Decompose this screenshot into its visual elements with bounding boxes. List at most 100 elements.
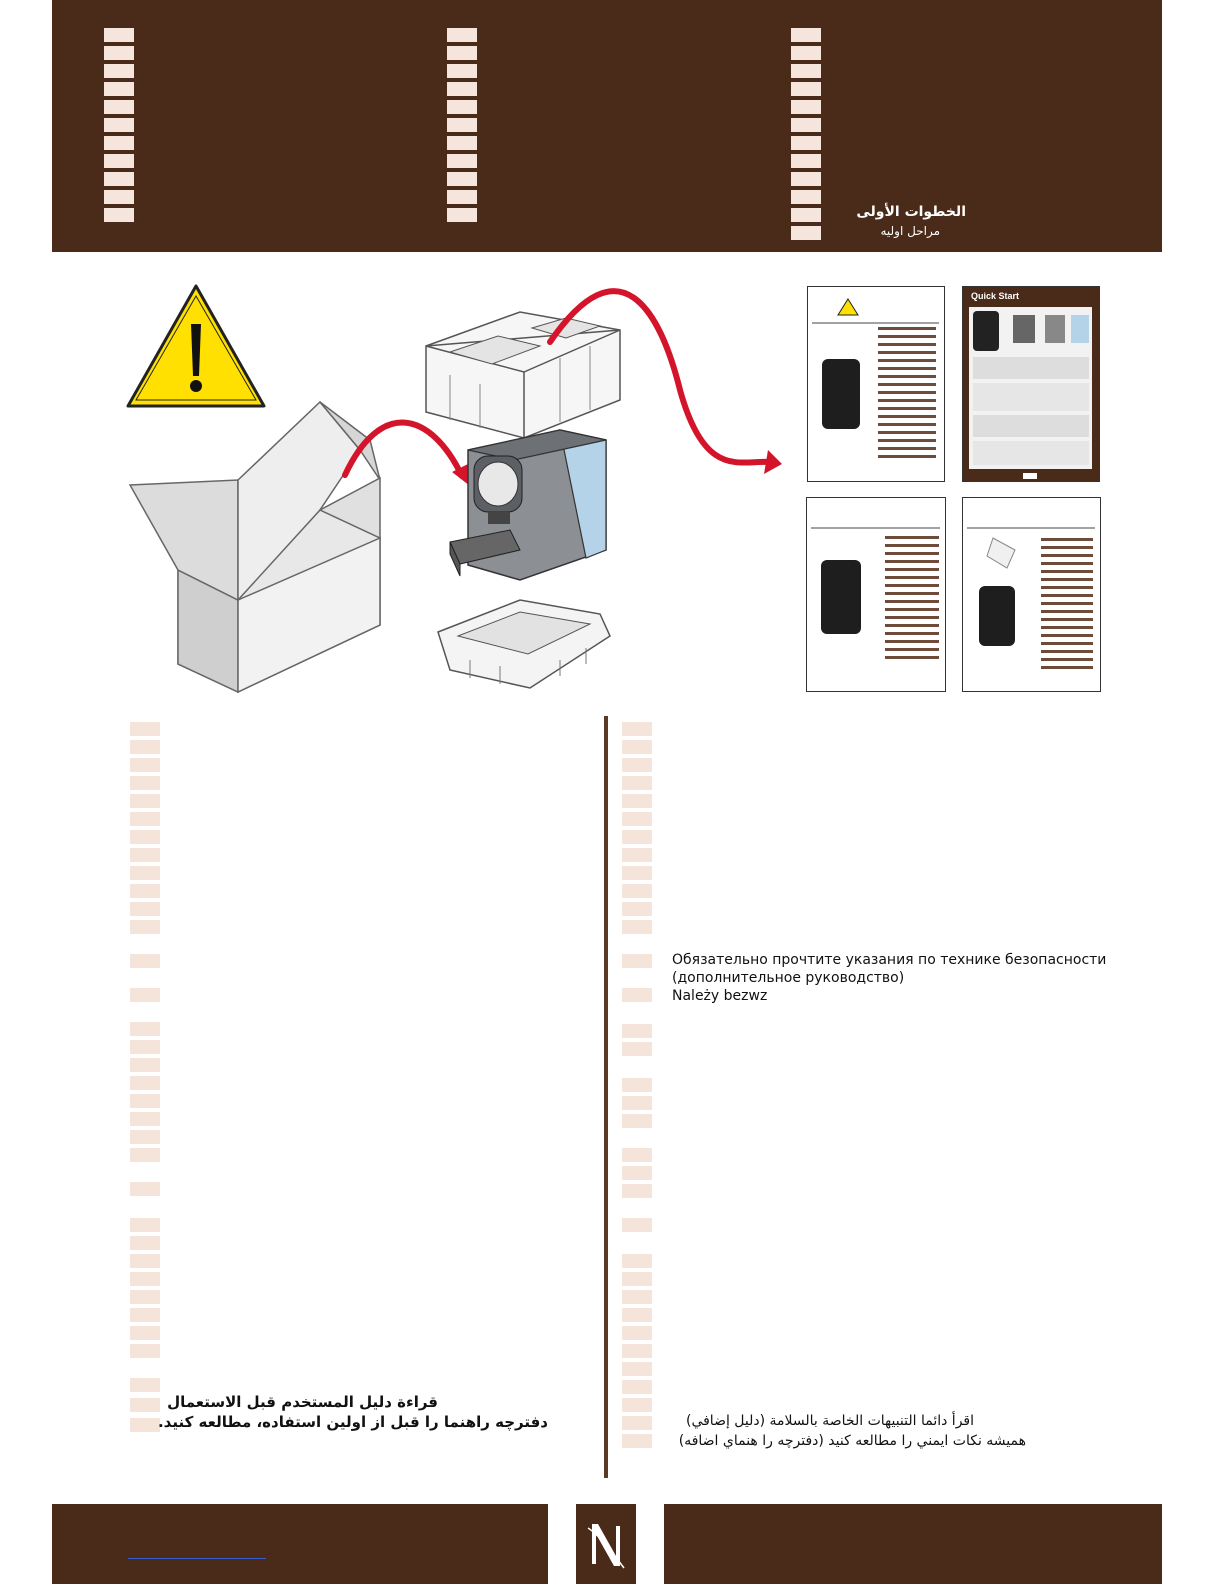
language-tab (130, 1148, 160, 1162)
language-tab (622, 848, 652, 862)
language-tab (130, 1218, 160, 1232)
language-tab (622, 1272, 652, 1286)
language-tab (622, 1380, 652, 1394)
language-tab (104, 172, 134, 186)
language-tab (447, 172, 477, 186)
language-tab (622, 758, 652, 772)
language-tab (622, 1096, 652, 1110)
language-tab (104, 64, 134, 78)
language-tab (791, 64, 821, 78)
language-tabs-col-3 (791, 28, 821, 244)
language-tab (104, 208, 134, 222)
language-tab (130, 1236, 160, 1250)
language-tab (791, 136, 821, 150)
language-tab (130, 866, 160, 880)
language-tab (104, 154, 134, 168)
language-tab (791, 172, 821, 186)
language-tab (447, 64, 477, 78)
language-tab (130, 1022, 160, 1036)
language-tab (104, 190, 134, 204)
language-tab (104, 28, 134, 42)
language-tab (104, 46, 134, 60)
language-tab (130, 1344, 160, 1358)
manual-thumbnail-2 (806, 497, 946, 692)
language-tab (130, 758, 160, 772)
language-tab (791, 100, 821, 114)
language-tab (104, 82, 134, 96)
language-tab (130, 1254, 160, 1268)
language-tab (130, 988, 160, 1002)
language-tab (622, 1114, 652, 1128)
arabic-safety-notice: اقرأ دائما التنبيهات الخاصة بالسلامة (دل… (685, 1413, 974, 1429)
language-tabs-col-1 (104, 28, 134, 226)
language-tab (622, 884, 652, 898)
language-tab (130, 1058, 160, 1072)
language-tab (130, 1076, 160, 1090)
language-tab (447, 82, 477, 96)
arabic-read-manual: قراءة دليل المستخدم قبل الاستعمال (167, 1393, 438, 1411)
language-tab (622, 902, 652, 916)
bottom-band-right (664, 1504, 1162, 1584)
language-tab (622, 1344, 652, 1358)
language-tab (130, 1112, 160, 1126)
language-tab (130, 812, 160, 826)
language-tab (791, 208, 821, 222)
language-tab (130, 1378, 160, 1392)
farsi-read-manual: دفترچه راهنما را قبل از اولين استفاده، م… (157, 1413, 548, 1431)
russian-notice-line-2: (дополнительное руководство) (672, 970, 905, 986)
coffee-machine (449, 429, 607, 581)
language-tab (447, 190, 477, 204)
language-tab (447, 154, 477, 168)
language-tab (622, 1434, 652, 1448)
unpacking-illustration (126, 284, 782, 694)
language-tab (130, 722, 160, 736)
language-tab (791, 190, 821, 204)
language-tab (130, 1272, 160, 1286)
language-tabs-col-2 (447, 28, 477, 226)
language-tab (622, 812, 652, 826)
language-tab (130, 1308, 160, 1322)
language-tab (622, 722, 652, 736)
language-tab (622, 776, 652, 790)
language-tab (447, 46, 477, 60)
language-tab (622, 1398, 652, 1412)
language-tab (791, 154, 821, 168)
language-tab (130, 1040, 160, 1054)
polish-notice: Należy bezwz (672, 988, 768, 1004)
language-tab (622, 1042, 652, 1056)
manual-thumbnail-1 (807, 286, 945, 482)
language-tab (622, 1308, 652, 1322)
column-divider (604, 716, 608, 1478)
language-tab (622, 740, 652, 754)
language-tab (104, 136, 134, 150)
language-tab (622, 1078, 652, 1092)
language-tab (130, 740, 160, 754)
footer-link-underline[interactable] (128, 1558, 266, 1559)
language-tab (130, 776, 160, 790)
language-tab (130, 920, 160, 934)
farsi-safety-notice: همیشه نكات ايمني را مطالعه كنيد (دفترچه … (678, 1433, 1026, 1449)
language-tab (622, 1024, 652, 1038)
language-tab (622, 1148, 652, 1162)
nespresso-logo (576, 1504, 636, 1584)
language-tab (130, 1130, 160, 1144)
language-tab (447, 136, 477, 150)
language-tab (130, 848, 160, 862)
farsi-heading: مراحل اوليه (880, 224, 940, 238)
foam-packing-top (425, 311, 621, 439)
language-tab (130, 1326, 160, 1340)
language-tab (130, 954, 160, 968)
language-tab (130, 1290, 160, 1304)
language-tab (622, 1218, 652, 1232)
cardboard-box (128, 400, 381, 694)
language-tab (130, 1094, 160, 1108)
foam-packing-base (437, 599, 611, 689)
language-tab (622, 1416, 652, 1430)
top-header-band: الخطوات الأولى مراحل اوليه (52, 0, 1162, 252)
language-tab (104, 118, 134, 132)
language-tab (130, 884, 160, 898)
language-tab (447, 28, 477, 42)
language-tab (622, 1166, 652, 1180)
language-tab (447, 118, 477, 132)
arabic-heading: الخطوات الأولى (856, 204, 966, 220)
